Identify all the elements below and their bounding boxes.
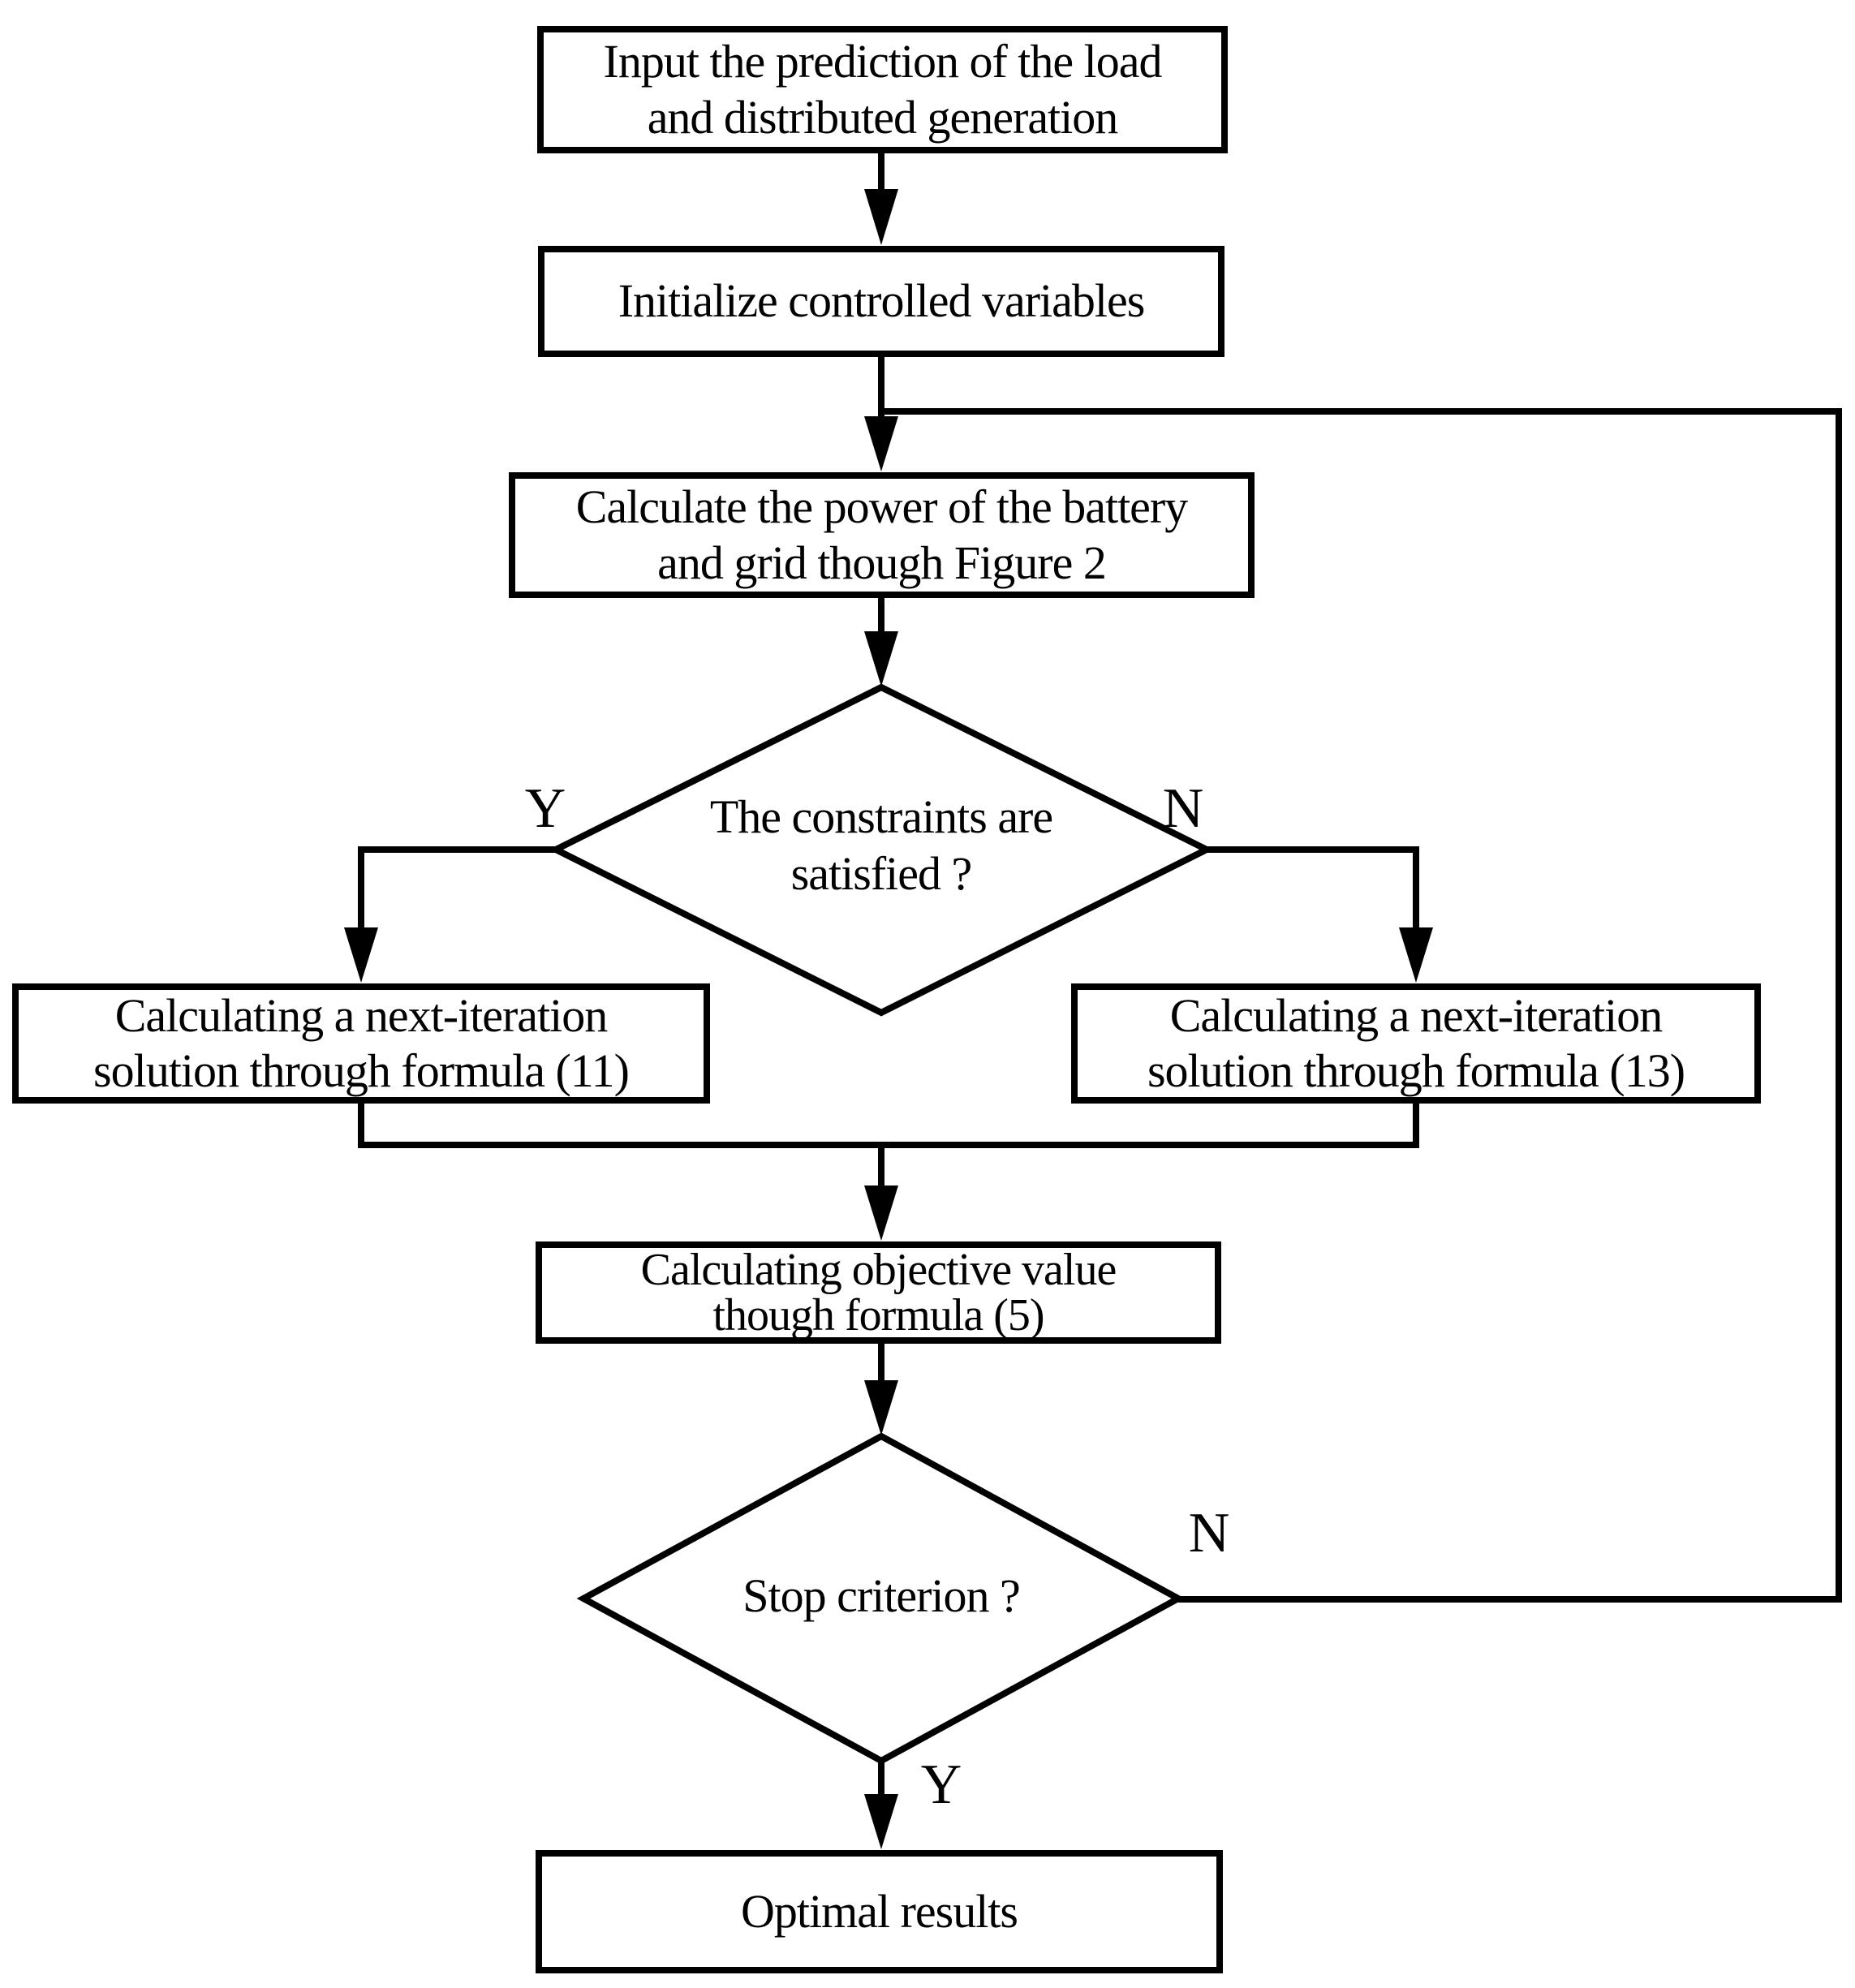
node-next-iteration-formula-13: Calculating a next-iteration solution th… xyxy=(1071,983,1761,1104)
node-objective-value-line1: Calculating objective value xyxy=(640,1245,1117,1295)
arrowhead-into-formula-13 xyxy=(1399,927,1433,983)
connector-merge xyxy=(358,1104,1419,1148)
branch-label-constraints-yes: Y xyxy=(524,777,566,840)
connector-constraints-no xyxy=(1207,846,1419,932)
node-input-prediction-line1: Input the prediction of the load xyxy=(603,35,1163,88)
decision-constraints-line2: satisfied ? xyxy=(790,846,973,900)
node-objective-value-line2: though formula (5) xyxy=(712,1290,1044,1340)
node-formula-11-line2: solution through formula (11) xyxy=(93,1044,630,1097)
node-calculate-power-line1: Calculate the power of the battery xyxy=(575,480,1189,534)
node-calculate-power: Calculate the power of the battery and g… xyxy=(509,472,1255,598)
arrowhead-into-optimal xyxy=(864,1794,898,1849)
node-formula-13-line1: Calculating a next-iteration xyxy=(1169,988,1663,1042)
node-next-iteration-formula-11: Calculating a next-iteration solution th… xyxy=(12,983,710,1104)
decision-diamond-stop xyxy=(576,1432,1186,1765)
arrowhead-into-constraints xyxy=(864,631,898,686)
arrowhead-into-objective xyxy=(864,1185,898,1241)
decision-stop-label: Stop criterion ? xyxy=(597,1568,1165,1624)
node-calculate-power-line2: and grid though Figure 2 xyxy=(657,536,1107,589)
decision-diamond-constraints xyxy=(549,683,1214,1017)
arrowhead-into-calculate xyxy=(864,416,898,471)
node-formula-13-line2: solution through formula (13) xyxy=(1147,1044,1685,1097)
arrowhead-into-initialize xyxy=(864,189,898,245)
decision-constraints-line1: The constraints are xyxy=(709,790,1053,843)
node-objective-value: Calculating objective value though formu… xyxy=(536,1241,1221,1344)
node-optimal-results: Optimal results xyxy=(536,1850,1223,1973)
node-formula-11-line1: Calculating a next-iteration xyxy=(114,988,609,1042)
node-initialize-variables: Initialize controlled variables xyxy=(538,246,1224,357)
arrowhead-into-stop xyxy=(864,1380,898,1435)
branch-label-stop-yes: Y xyxy=(920,1753,962,1816)
node-optimal-results-label: Optimal results xyxy=(740,1884,1018,1938)
branch-label-constraints-no: N xyxy=(1162,777,1204,840)
node-input-prediction: Input the prediction of the load and dis… xyxy=(537,26,1228,153)
connector-feedback-loop xyxy=(881,408,1842,1603)
decision-stop-line1: Stop criterion ? xyxy=(742,1569,1021,1622)
arrowhead-into-formula-11 xyxy=(344,927,378,983)
decision-constraints-label: The constraints are satisfied ? xyxy=(597,789,1165,901)
branch-label-stop-no: N xyxy=(1188,1502,1230,1564)
connector-constraints-yes xyxy=(358,846,556,932)
node-initialize-variables-label: Initialize controlled variables xyxy=(618,274,1146,328)
node-input-prediction-line2: and distributed generation xyxy=(647,90,1119,144)
